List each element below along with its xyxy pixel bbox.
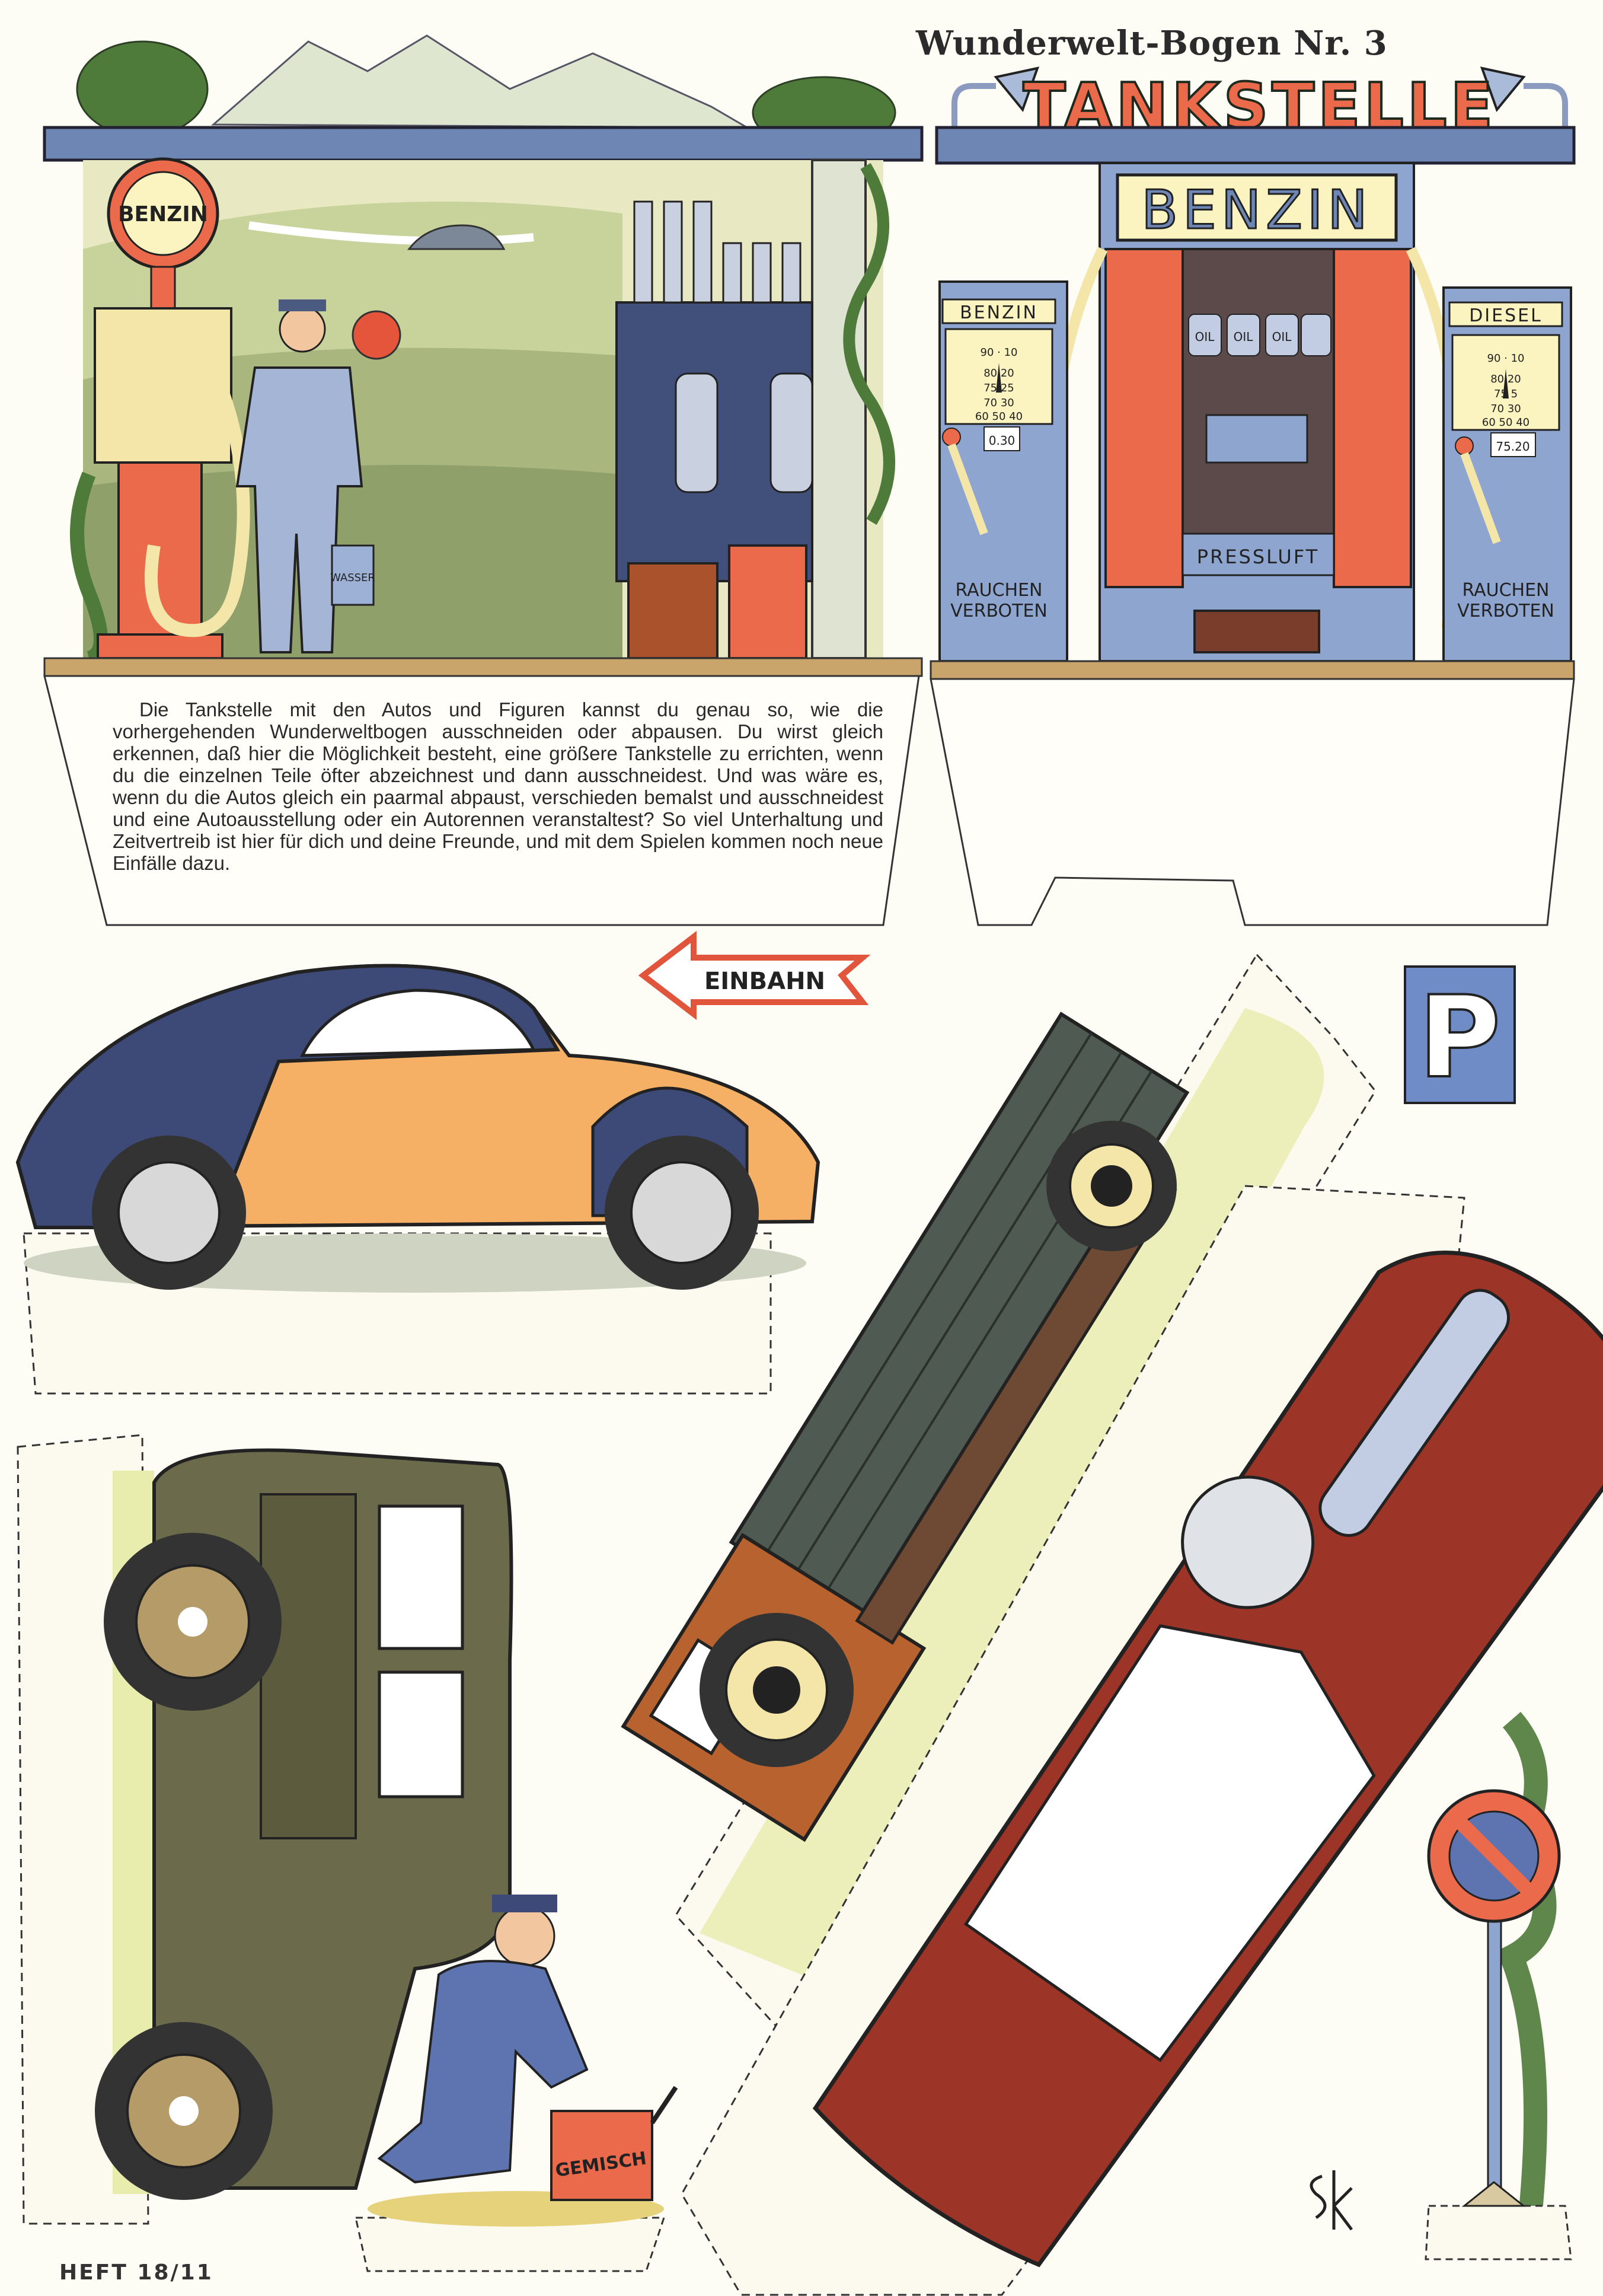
diesel-pump: DIESEL 90 · 10 80 20 75 5 70 30 60 50 40… [1442,286,1572,662]
mechanic-figure: GEMISCH [355,1895,678,2272]
truck-wheel [700,1613,854,1767]
left-base-tab [43,675,920,926]
one-way-label: EINBAHN [704,968,825,995]
kiosk-benzin-sign: BENZIN [1141,179,1372,241]
dial-numbers: 60 50 40 [1482,416,1529,429]
canopy-column [811,159,867,659]
car-wheel [92,1136,246,1290]
green-car [17,1434,513,2225]
no-parking-sign [1425,1711,1572,2260]
dial-numbers: 80 20 [1490,373,1521,385]
no-smoking-line2: VERBOTEN [950,601,1048,621]
benzin-pump: BENZIN 90 · 10 80 20 75 25 70 30 60 50 4… [938,280,1068,662]
oil-label: OIL [1234,330,1254,344]
right-gas-station: TANKSTELLE BENZIN OIL OIL OIL PRESSLUFT [930,66,1576,926]
oil-cabinet [615,200,813,659]
right-canopy [935,126,1576,165]
benzin-pump-label: BENZIN [960,302,1038,323]
no-smoking-line2: VERBOTEN [1457,601,1554,621]
attendant-figure: WASSER [235,299,375,653]
dial-needle [1503,369,1509,398]
pump-globe-label: BENZIN [118,202,208,227]
oil-label: OIL [1195,330,1215,344]
right-ground-strip [930,660,1575,680]
artist-signature [1310,2170,1353,2231]
dial-numbers: 90 · 10 [1487,352,1525,365]
mountains [211,34,751,129]
lamp-left-icon [994,66,1040,113]
car-wheel [95,2022,273,2200]
one-way-sign: EINBAHN [638,930,871,1021]
truck [621,953,1377,2042]
dial-numbers: 70 30 [983,397,1014,409]
sheet-title: Wunderwelt-Bogen Nr. 3 [916,24,1388,63]
water-can-label: WASSER [330,572,375,584]
dial-needle [996,363,1002,393]
benzin-counter: 0.30 [989,433,1016,448]
left-gas-station-scene: BENZIN WASSER [43,34,924,926]
red-sports-car [681,1185,1603,2296]
dial-numbers: 75 5 [1494,388,1518,400]
left-canopy [43,126,924,162]
dial-numbers: 80 20 [983,367,1014,380]
issue-number: HEFT 18/11 [59,2260,213,2285]
intro-paragraph: Die Tankstelle mit den Autos und Figuren… [113,699,883,874]
car-wheel [605,1136,759,1290]
dial-numbers: 90 · 10 [981,346,1018,359]
orange-car [15,964,820,1395]
car-wheel [104,1533,282,1711]
distant-car [407,224,506,250]
dial-numbers: 75 25 [983,382,1014,394]
benzin-pump-left: BENZIN [94,157,250,659]
lamp-right-icon [1480,66,1526,113]
parking-letter: P [1418,972,1500,1103]
parking-sign: P [1404,965,1516,1104]
oil-label: OIL [1272,330,1292,344]
dial-numbers: 70 30 [1490,403,1521,415]
diesel-pump-label: DIESEL [1469,305,1543,326]
diesel-counter: 75.20 [1496,439,1529,454]
no-smoking-line1: RAUCHEN [1462,580,1549,601]
left-ground-strip [43,657,923,677]
dial-numbers: 60 50 40 [975,410,1023,423]
intro-text: Die Tankstelle mit den Autos und Figuren… [113,699,883,874]
small-red-car [352,310,401,360]
truck-wheel [1046,1121,1177,1251]
right-base-tab [930,678,1575,926]
pressluft-label: PRESSLUFT [1197,546,1319,568]
no-smoking-line1: RAUCHEN [955,580,1042,601]
